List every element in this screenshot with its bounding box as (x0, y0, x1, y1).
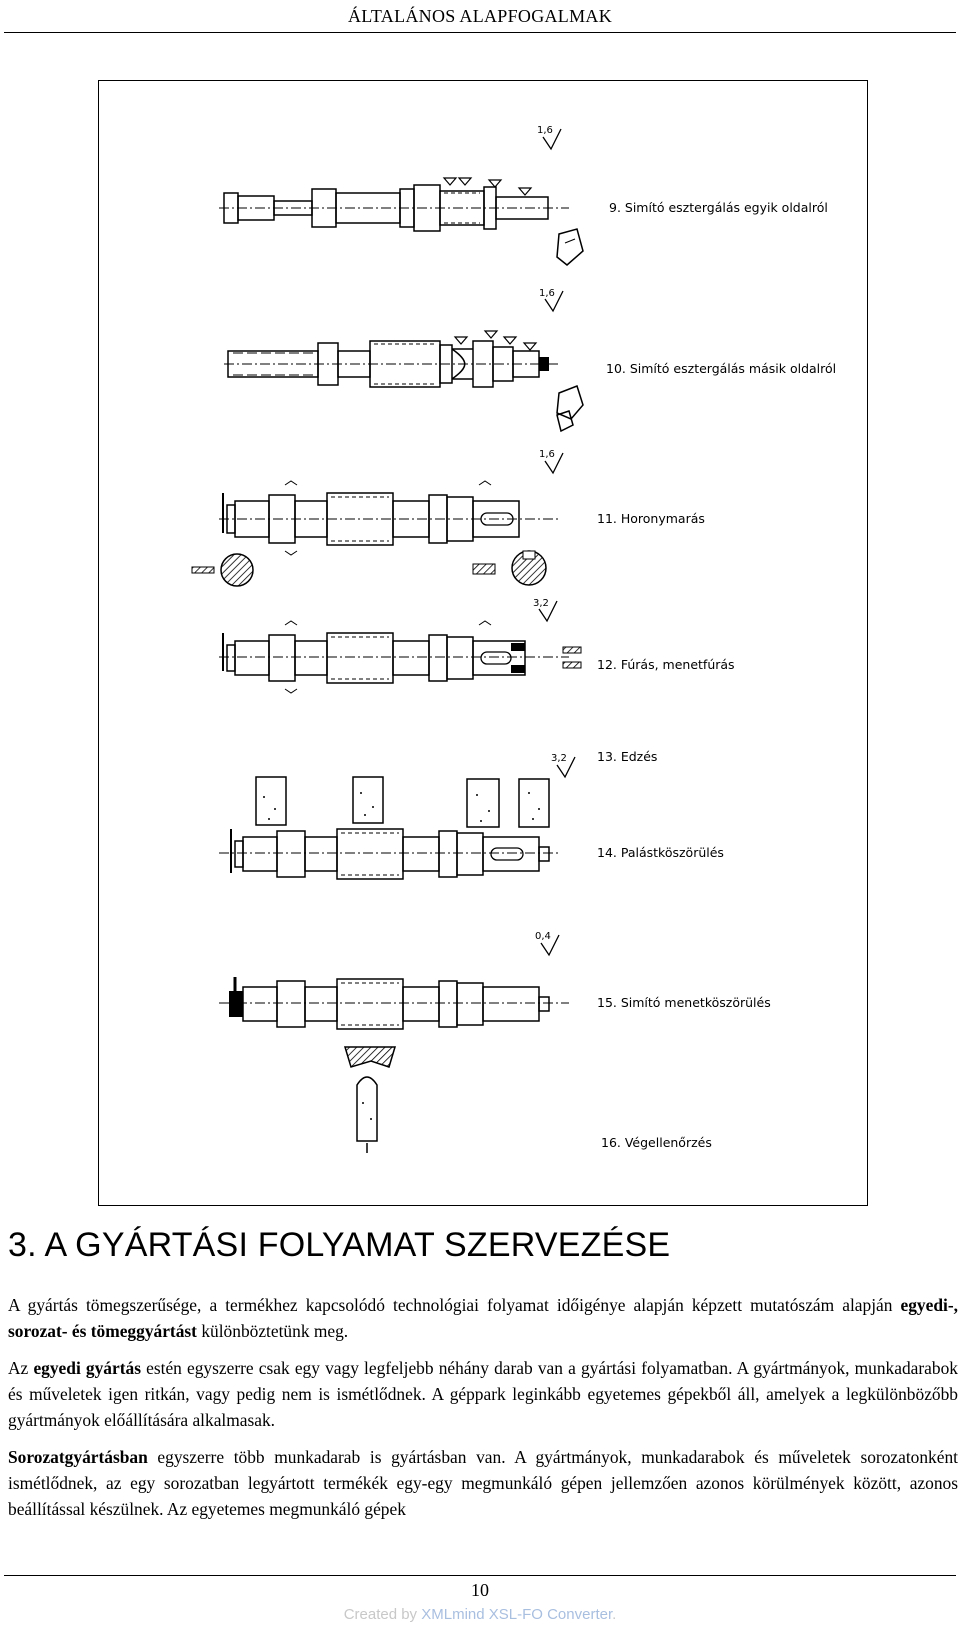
credit-prefix: Created by (343, 1606, 422, 1623)
step-15-label: 15. Simító menetköszörülés (597, 995, 771, 1010)
step-12-roughness: 3,2 (533, 598, 549, 609)
step-12-diagram: 3,2 12. Fúrás, menetfúrás (219, 598, 735, 694)
step-12-label: 12. Fúrás, menetfúrás (597, 657, 735, 672)
step-9-roughness: 1,6 (537, 125, 553, 136)
step-13-14-diagram: 3,2 13. Edzés 14. Pa (219, 749, 724, 880)
p2-emphasis: egyedi gyártás (33, 1358, 141, 1378)
paragraph-unit-production: Az egyedi gyártás estén egyszerre csak e… (8, 1355, 958, 1433)
process-diagram: 1,6 9. Simító esztergálás egyik oldalról (98, 80, 868, 1206)
p1-emphasis: egyedi-, sorozat- és tömeggyártást (8, 1295, 958, 1341)
step-16-label: 16. Végellenőrzés (601, 1135, 712, 1150)
p1-text-c: különböztetünk meg. (196, 1321, 349, 1341)
step-10-diagram: 1,6 10. Simító esztergálás másik oldalró (224, 288, 836, 433)
p2-text-c: estén egyszerre csak egy vagy legfeljebb… (8, 1358, 958, 1430)
footer-divider (4, 1575, 956, 1576)
credit-link[interactable]: XMLmind XSL-FO Converter (421, 1606, 613, 1623)
page-number: 10 (471, 1580, 489, 1600)
credit-suffix: . (612, 1606, 617, 1623)
p2-text-a: Az (8, 1358, 34, 1378)
step-9-diagram: 1,6 9. Simító esztergálás egyik oldalról (219, 125, 828, 266)
step-16-diagram: 16. Végellenőrzés (356, 1076, 712, 1153)
section-heading: 3. A GYÁRTÁSI FOLYAMAT SZERVEZÉSE (8, 1226, 671, 1264)
step-10-roughness: 1,6 (539, 288, 555, 299)
step-13-roughness: 3,2 (551, 753, 567, 764)
p3-text-c: egyszerre több munkadarab is gyártásban … (8, 1447, 958, 1519)
step-13-label: 13. Edzés (597, 749, 657, 764)
step-14-label: 14. Palástköszörülés (597, 845, 724, 860)
header-divider (4, 32, 956, 33)
paragraph-production-types: A gyártás tömegszerűsége, a termékhez ka… (8, 1292, 958, 1344)
step-9-label: 9. Simító esztergálás egyik oldalról (609, 200, 828, 215)
step-15-diagram: 0,4 15. Simító menetköszörülés (219, 931, 771, 1068)
p1-text-a: A gyártás tömegszerűsége, a termékhez ka… (8, 1295, 901, 1315)
step-11-label: 11. Horonymarás (597, 511, 705, 526)
step-11-roughness: 1,6 (539, 449, 555, 460)
running-header: ÁLTALÁNOS ALAPFOGALMAK (347, 6, 612, 26)
paragraph-batch-production: Sorozatgyártásban egyszerre több munkada… (8, 1444, 958, 1522)
step-15-roughness: 0,4 (535, 931, 551, 942)
converter-credit: Created by XMLmind XSL-FO Converter. (0, 1606, 960, 1623)
step-10-label: 10. Simító esztergálás másik oldalról (606, 361, 836, 376)
step-11-diagram: 1,6 11. Horonymarás (191, 449, 705, 587)
p3-emphasis: Sorozatgyártásban (8, 1447, 148, 1467)
